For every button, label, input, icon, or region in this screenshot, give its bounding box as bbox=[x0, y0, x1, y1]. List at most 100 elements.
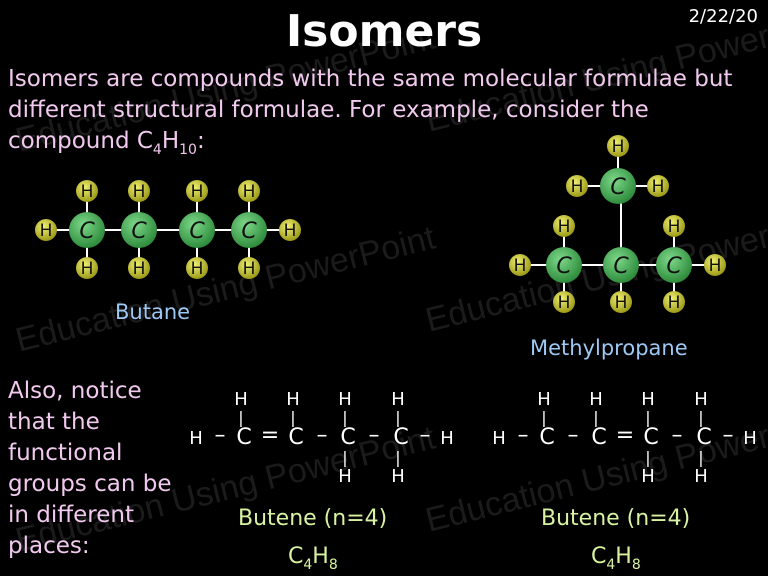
formula-carbon: C bbox=[591, 544, 607, 569]
carbon-atom: C bbox=[179, 212, 215, 248]
intro-paragraph: Isomers are compounds with the same mole… bbox=[8, 64, 760, 166]
h-symbol: H bbox=[286, 389, 300, 410]
h-symbol: H bbox=[694, 389, 708, 410]
hydrogen-atom: H bbox=[553, 215, 575, 237]
hydrogen-symbol: H bbox=[191, 259, 204, 279]
bond-single: – bbox=[420, 423, 431, 448]
c-symbol: C bbox=[393, 425, 408, 450]
bond-single: – bbox=[672, 423, 683, 448]
hydrogen-atom: H bbox=[186, 257, 208, 279]
hydrogen-atom: H bbox=[663, 215, 685, 237]
hydrogen-symbol: H bbox=[81, 259, 94, 279]
h-symbol: H bbox=[743, 428, 757, 449]
hydrogen-symbol: H bbox=[191, 182, 204, 202]
slide-number: 2/22/20 bbox=[688, 6, 758, 27]
h-symbol: H bbox=[338, 466, 352, 487]
bond-single: – bbox=[518, 423, 529, 448]
hydrogen-symbol: H bbox=[558, 293, 571, 313]
hydrogen-symbol: H bbox=[615, 293, 628, 313]
methylpropane-label: Methylpropane bbox=[530, 336, 688, 360]
intro-subscript: 10 bbox=[179, 142, 197, 158]
bond-vertical: | bbox=[593, 408, 598, 427]
intro-text: Isomers are compounds with the same mole… bbox=[8, 66, 733, 154]
hydrogen-symbol: H bbox=[81, 182, 94, 202]
hydrogen-atom: H bbox=[76, 180, 98, 202]
hydrogen-atom: H bbox=[509, 254, 531, 276]
hydrogen-atom: H bbox=[610, 291, 632, 313]
hydrogen-atom: H bbox=[186, 180, 208, 202]
hydrogen-symbol: H bbox=[133, 182, 146, 202]
also-paragraph: Also, notice that the functional groups … bbox=[8, 378, 172, 559]
hydrogen-atom: H bbox=[128, 180, 150, 202]
bond-vertical: | bbox=[290, 408, 295, 427]
slide-title: Isomers bbox=[285, 6, 483, 57]
butene-2-label: Butene (n=4) bbox=[541, 506, 691, 531]
carbon-symbol: C bbox=[131, 219, 147, 244]
hydrogen-atom: H bbox=[279, 219, 301, 241]
bond-vertical: | bbox=[645, 448, 650, 467]
hydrogen-symbol: H bbox=[558, 217, 571, 237]
formula-subscript: 8 bbox=[631, 557, 641, 573]
bond-single: – bbox=[568, 423, 579, 448]
c-symbol: C bbox=[591, 425, 606, 450]
butane-label: Butane bbox=[115, 300, 191, 324]
hydrogen-symbol: H bbox=[668, 217, 681, 237]
formula-carbon: C bbox=[288, 544, 304, 569]
h-symbol: H bbox=[641, 466, 655, 487]
formula-subscript: 4 bbox=[606, 557, 616, 573]
h-symbol: H bbox=[391, 389, 405, 410]
carbon-atom: C bbox=[231, 212, 267, 248]
butene-1-label: Butene (n=4) bbox=[238, 506, 388, 531]
formula-subscript: 4 bbox=[303, 557, 313, 573]
carbon-atom: C bbox=[69, 212, 105, 248]
formula-subscript: 8 bbox=[328, 557, 338, 573]
formula-hydrogen: H bbox=[615, 544, 632, 569]
hydrogen-atom: H bbox=[647, 175, 669, 197]
hydrogen-atom: H bbox=[566, 175, 588, 197]
bond-vertical: | bbox=[698, 448, 703, 467]
carbon-atom: C bbox=[600, 168, 636, 204]
hydrogen-symbol: H bbox=[133, 259, 146, 279]
h-symbol: H bbox=[641, 389, 655, 410]
carbon-symbol: C bbox=[556, 254, 572, 279]
carbon-symbol: C bbox=[79, 219, 95, 244]
c-symbol: C bbox=[643, 425, 658, 450]
bond-vertical: | bbox=[395, 448, 400, 467]
c-symbol: C bbox=[340, 425, 355, 450]
carbon-atom: C bbox=[656, 247, 692, 283]
carbon-symbol: C bbox=[666, 254, 682, 279]
hydrogen-symbol: H bbox=[284, 221, 297, 241]
hydrogen-atom: H bbox=[553, 291, 575, 313]
bond-vertical: | bbox=[541, 408, 546, 427]
c-symbol: C bbox=[236, 425, 251, 450]
hydrogen-atom: H bbox=[704, 254, 726, 276]
butene-2-formula: C4H8 bbox=[591, 544, 641, 573]
hydrogen-symbol: H bbox=[571, 177, 584, 197]
c-symbol: C bbox=[539, 425, 554, 450]
h-symbol: H bbox=[589, 389, 603, 410]
bond-vertical: | bbox=[238, 408, 243, 427]
hydrogen-symbol: H bbox=[243, 182, 256, 202]
intro-hydrogen: H bbox=[161, 128, 180, 154]
hydrogen-symbol: H bbox=[612, 137, 625, 157]
carbon-symbol: C bbox=[613, 254, 629, 279]
butene-1-structure: H–CH|=CH|–CH||H–CH||H–H bbox=[189, 389, 454, 487]
h-symbol: H bbox=[492, 428, 506, 449]
hydrogen-symbol: H bbox=[514, 256, 527, 276]
carbon-atom: C bbox=[603, 247, 639, 283]
bond-single: – bbox=[317, 423, 328, 448]
intro-colon: : bbox=[196, 128, 205, 154]
formula-hydrogen: H bbox=[312, 544, 329, 569]
bond-vertical: | bbox=[342, 408, 347, 427]
bond-vertical: | bbox=[645, 408, 650, 427]
hydrogen-symbol: H bbox=[668, 293, 681, 313]
h-symbol: H bbox=[391, 466, 405, 487]
h-symbol: H bbox=[234, 389, 248, 410]
hydrogen-symbol: H bbox=[709, 256, 722, 276]
intro-subscript: 4 bbox=[152, 142, 162, 158]
carbon-symbol: C bbox=[189, 219, 205, 244]
h-symbol: H bbox=[189, 428, 203, 449]
h-symbol: H bbox=[338, 389, 352, 410]
